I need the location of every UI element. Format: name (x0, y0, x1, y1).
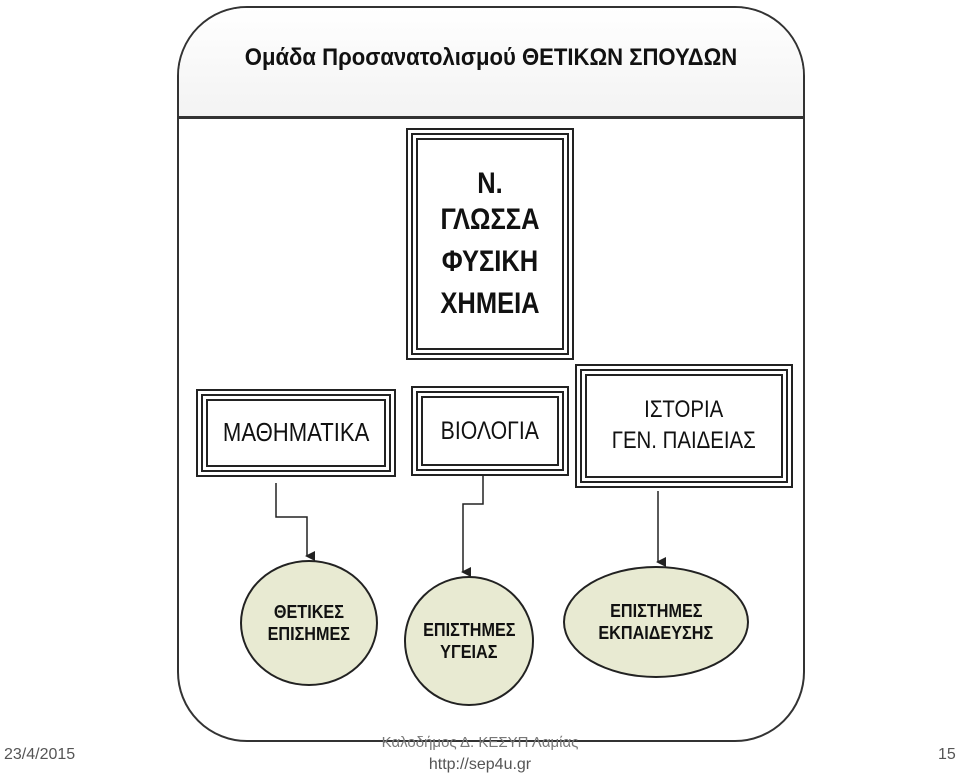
field-label: ΕΠΙΣΗΜΕΣ (267, 624, 351, 644)
subject-label: ΜΑΘΗΜΑΤΙΚΑ (222, 417, 370, 448)
field-ellipse-health-sciences: ΕΠΙΣΤΗΜΕΣ ΥΓΕΙΑΣ (404, 576, 534, 706)
page-number: 15 (938, 746, 956, 763)
field-label: ΕΠΙΣΤΗΜΕΣ (422, 619, 516, 640)
subject-box-biology: ΒΙΟΛΟΓΙΑ (416, 391, 564, 471)
core-subjects-box: Ν. ΓΛΩΣΣΑ ΦΥΣΙΚΗ ΧΗΜΕΙΑ (411, 133, 569, 355)
field-label: ΕΠΙΣΤΗΜΕΣ (609, 600, 703, 621)
footer-date: 23/4/2015 (4, 746, 76, 763)
subject-label: ΒΙΟΛΟΓΙΑ (440, 417, 540, 445)
footer-author: Καλοδήμος Δ. ΚΕΣΥΠ Λαμίας (381, 734, 579, 751)
subject-label: ΙΣΤΟΡΙΑ (644, 396, 724, 424)
field-ellipse-education-sciences: ΕΠΙΣΤΗΜΕΣ ΕΚΠΑΙΔΕΥΣΗΣ (563, 566, 749, 678)
diagram-title: Ομάδα Προσανατολισμού ΘΕΤΙΚΩΝ ΣΠΟΥΔΩΝ (244, 44, 738, 71)
core-subject: Ν. ΓΛΩΣΣΑ (440, 167, 540, 236)
core-subject: ΦΥΣΙΚΗ (441, 245, 539, 278)
subject-box-history: ΙΣΤΟΡΙΑ ΓΕΝ. ΠΑΙΔΕΙΑΣ (580, 369, 788, 483)
subject-label: ΓΕΝ. ΠΑΙΔΕΙΑΣ (611, 427, 757, 454)
footer-url[interactable]: http://sep4u.gr (428, 756, 532, 773)
field-label: ΥΓΕΙΑΣ (440, 642, 498, 662)
subject-box-mathematics: ΜΑΘΗΜΑΤΙΚΑ (201, 394, 391, 472)
title-band: Ομάδα Προσανατολισμού ΘΕΤΙΚΩΝ ΣΠΟΥΔΩΝ (179, 8, 803, 119)
core-subject: ΧΗΜΕΙΑ (440, 287, 540, 320)
field-label: ΘΕΤΙΚΕΣ (273, 601, 345, 622)
field-label: ΕΚΠΑΙΔΕΥΣΗΣ (598, 623, 714, 643)
field-ellipse-exact-sciences: ΘΕΤΙΚΕΣ ΕΠΙΣΗΜΕΣ (240, 560, 378, 686)
